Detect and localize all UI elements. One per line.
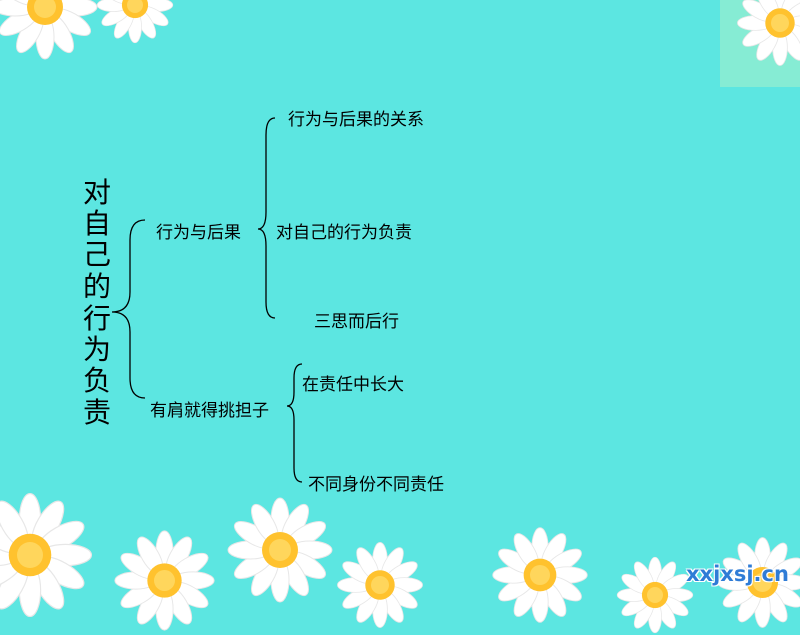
node-consequence-relation: 行为与后果的关系 [288, 110, 424, 130]
title-char: 负 [82, 364, 111, 397]
daisy-top-center [96, 0, 174, 44]
daisy-bottom-left [0, 492, 93, 618]
shoulders-brace [286, 363, 303, 483]
brace-lines [111, 117, 303, 483]
node-grow-in-responsibility: 在责任中长大 [302, 375, 404, 395]
title-char: 责 [82, 396, 111, 429]
node-think-before-acting: 三思而后行 [314, 312, 399, 332]
daisy-top-right [737, 0, 800, 66]
daisy-top-left [0, 0, 98, 60]
daisy-bottom-3 [227, 497, 333, 603]
node-different-roles: 不同身份不同责任 [308, 475, 444, 495]
watermark-logo: xxjxsj.cn [686, 562, 789, 586]
title-char: 行 [82, 302, 111, 335]
node-responsible-for-actions: 对自己的行为负责 [276, 223, 412, 243]
title-char: 对 [82, 176, 111, 209]
branch-consequences: 行为与后果 [156, 223, 241, 243]
daisy-bottom-right [717, 537, 800, 628]
title-char: 为 [82, 333, 111, 366]
title-char: 的 [82, 270, 111, 303]
branch-shoulders: 有肩就得挑担子 [150, 401, 269, 421]
main-brace [111, 219, 146, 399]
title-char: 己 [82, 238, 111, 271]
title-char: 自 [82, 207, 111, 240]
consequences-brace [257, 117, 276, 319]
